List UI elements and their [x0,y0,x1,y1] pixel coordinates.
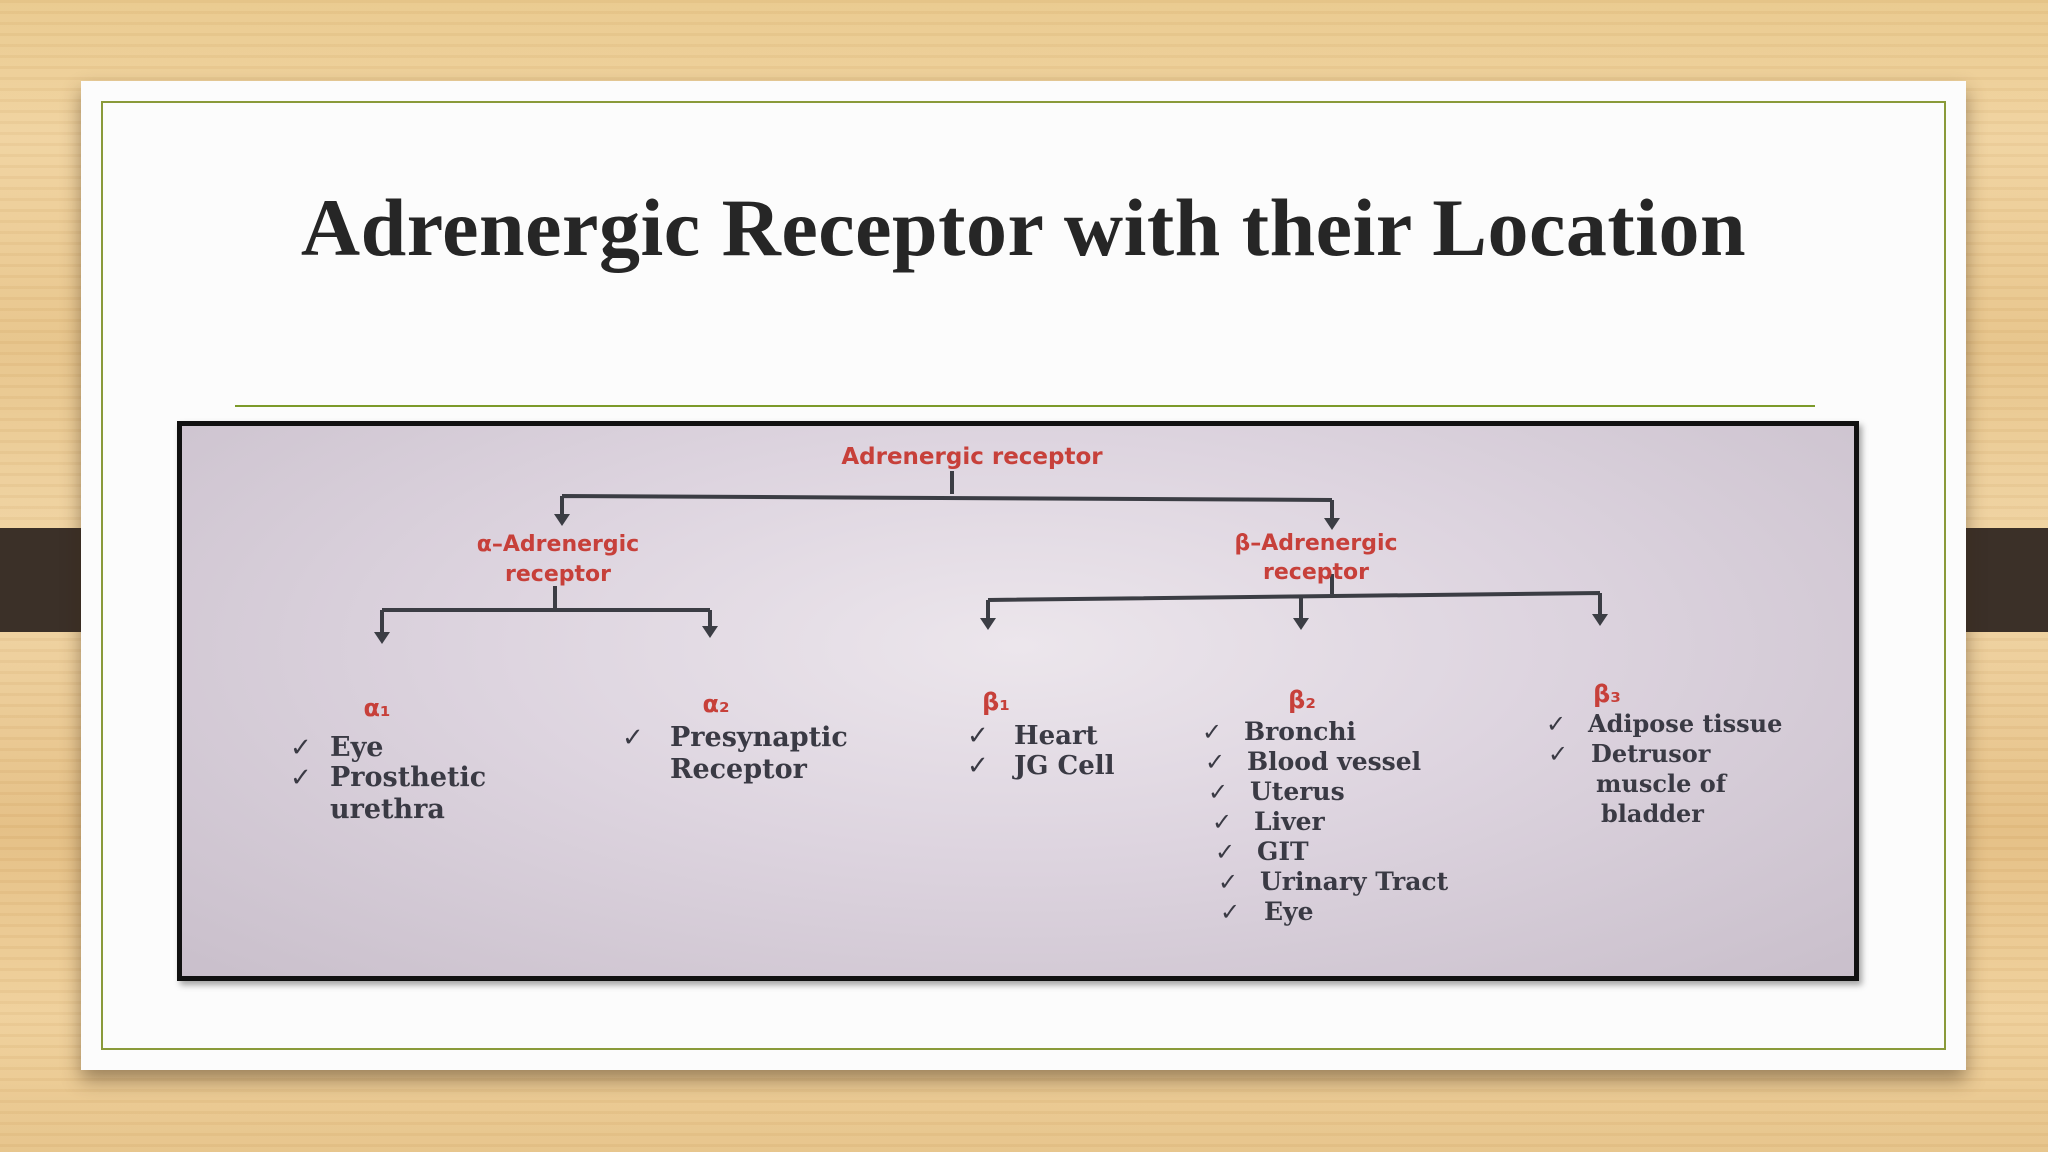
check-icon: ✓ [967,751,989,781]
check-icon: ✓ [1202,718,1222,746]
slide-frame [101,101,1946,1050]
receptor-tree: Adrenergic receptor α–Adrenergic recepto… [290,444,1782,926]
beta2-item: Uterus [1250,777,1345,806]
beta2-item: Urinary Tract [1260,867,1449,896]
alpha1-item: Prosthetic [330,762,486,793]
beta2-label: β₂ [1288,686,1316,714]
alpha-connector [380,586,712,634]
beta1-item: Heart [1014,721,1098,751]
beta-label-line2: receptor [1263,560,1369,585]
check-icon: ✓ [1220,898,1240,926]
check-icon: ✓ [1205,748,1225,776]
beta3-item: Adipose tissue [1587,709,1782,738]
alpha-label-line1: α–Adrenergic [477,532,639,557]
alpha1-item: Eye [330,732,383,763]
arrow-heads [374,514,1608,644]
beta-label-line1: β–Adrenergic [1234,531,1397,556]
alpha2-label: α₂ [703,690,730,718]
beta2-item: Eye [1264,897,1314,926]
beta1-label: β₁ [982,688,1010,716]
slide: Adrenergic Receptor with their Location … [81,81,1966,1070]
beta3-item: muscle of [1596,769,1728,798]
alpha-label-line2: receptor [505,562,611,587]
alpha2-item: Receptor [670,754,808,785]
beta2-item: GIT [1257,837,1309,866]
beta2-item: Blood vessel [1247,747,1421,776]
check-icon: ✓ [1215,838,1235,866]
check-icon: ✓ [622,723,644,753]
alpha1-item: urethra [330,794,445,825]
check-icon: ✓ [1218,868,1238,896]
beta3-item: bladder [1601,799,1704,828]
alpha2-item: Presynaptic [670,722,848,753]
check-icon: ✓ [290,763,312,793]
check-icon: ✓ [290,733,312,763]
beta3-label: β₃ [1593,680,1621,708]
alpha1-label: α₁ [364,694,391,722]
beta-connector [986,574,1602,620]
beta3-item: Detrusor [1591,739,1711,768]
check-icon: ✓ [1546,710,1566,738]
check-icon: ✓ [967,721,989,751]
check-icon: ✓ [1208,778,1228,806]
title-divider [235,405,1815,407]
slide-title: Adrenergic Receptor with their Location [300,182,1747,273]
beta2-item: Liver [1254,807,1326,836]
check-icon: ✓ [1548,740,1568,768]
root-connector [560,471,1334,520]
check-icon: ✓ [1212,808,1232,836]
diagram-photo: Adrenergic receptor α–Adrenergic recepto… [177,421,1859,981]
root-label: Adrenergic receptor [841,444,1103,470]
beta2-item: Bronchi [1244,717,1356,746]
beta1-item: JG Cell [1012,751,1115,781]
